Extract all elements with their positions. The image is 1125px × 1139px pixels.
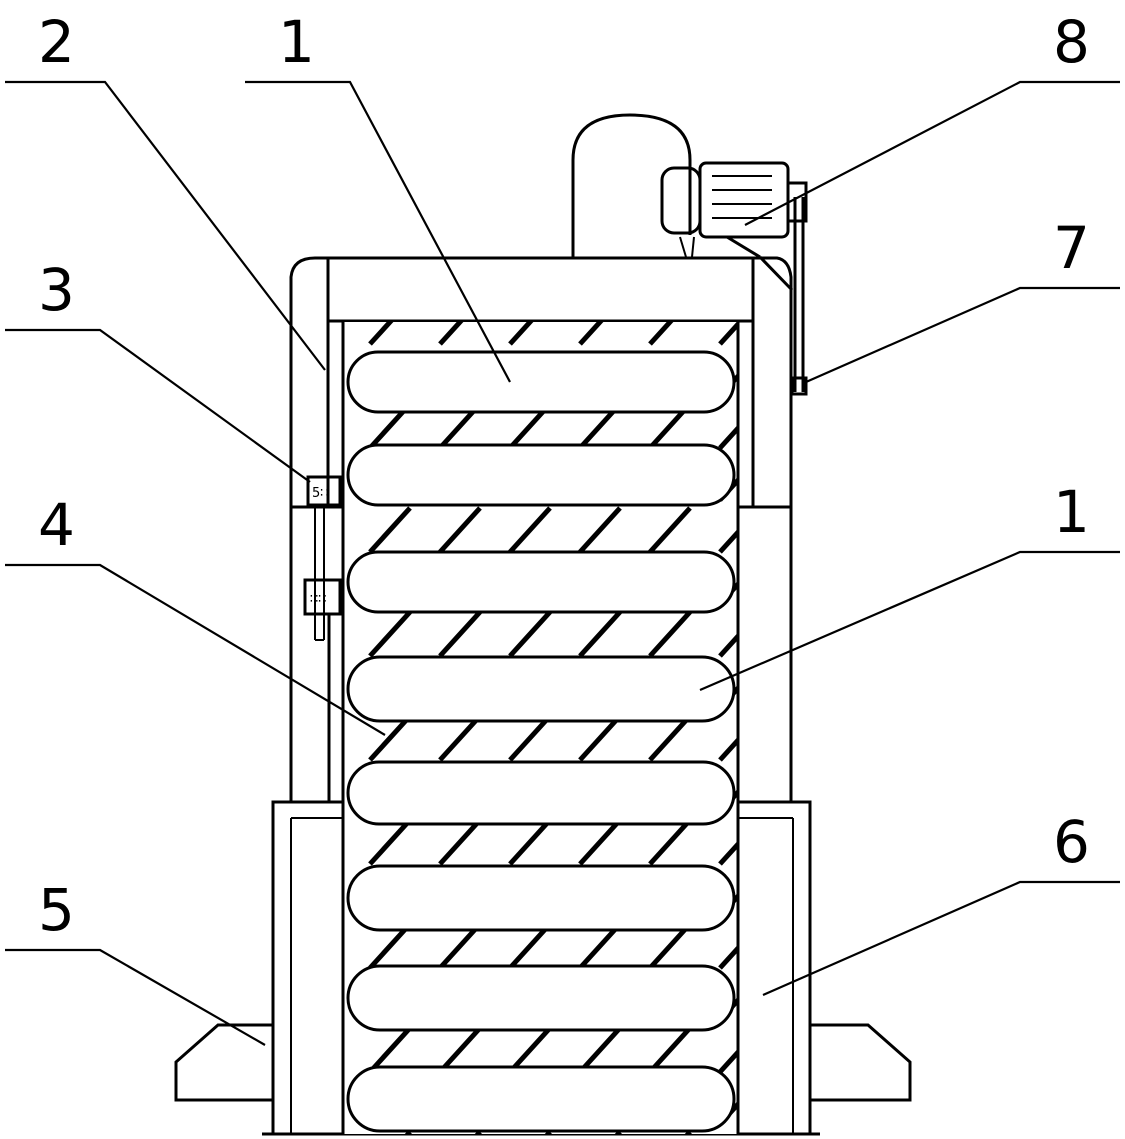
hatch-line — [368, 610, 412, 658]
roller-3 — [346, 550, 736, 614]
hatch-line — [300, 872, 340, 916]
roller-4 — [346, 655, 736, 723]
hatch-line — [300, 352, 340, 396]
hatch-line — [438, 506, 482, 554]
hatch-line — [718, 322, 738, 346]
hatch-line — [300, 404, 340, 448]
hatch-line — [718, 424, 738, 450]
hatch-line — [300, 924, 340, 968]
hatch-line — [508, 714, 552, 762]
hatch-line — [300, 664, 340, 708]
rollers — [346, 350, 736, 1133]
hatch-line — [578, 506, 622, 554]
right-foot — [810, 1023, 912, 1102]
hatch-line — [300, 716, 340, 760]
hatch-line — [368, 1026, 412, 1074]
hatch-line — [578, 1026, 622, 1074]
hatch-line — [578, 322, 604, 346]
roller-6 — [346, 864, 736, 932]
hatch-line — [368, 322, 394, 346]
sensor-assembly: 5∷ ∷∷ — [303, 475, 342, 641]
hatch-line — [438, 610, 482, 658]
belt-bracket — [758, 197, 808, 396]
hatch-line — [368, 714, 412, 762]
hatch-line — [508, 610, 552, 658]
hatch-line — [300, 768, 340, 812]
roller-2 — [346, 443, 736, 507]
hatch-line — [718, 528, 738, 554]
hatch-line — [508, 322, 534, 346]
hatch-line — [438, 818, 482, 866]
label-3: 3 — [38, 256, 75, 324]
hatch-line — [438, 322, 464, 346]
hatch-line — [578, 610, 622, 658]
hatch-line — [578, 714, 622, 762]
leader-lines — [5, 80, 1120, 1046]
hatch-line — [718, 1048, 738, 1074]
hatch-line — [300, 612, 340, 656]
motor — [660, 161, 808, 259]
hatch-line — [508, 1026, 552, 1074]
hatch-line — [648, 1026, 692, 1074]
hatch-line — [718, 736, 738, 762]
roller-1 — [346, 350, 736, 414]
hatch-line — [300, 1080, 340, 1124]
hatch-line — [368, 818, 412, 866]
hatch-line — [300, 1028, 340, 1072]
roller-7 — [346, 964, 736, 1032]
motor-dome — [571, 113, 692, 257]
label-2: 2 — [38, 8, 75, 76]
hatch-line — [648, 714, 692, 762]
hatch-line — [718, 944, 738, 970]
hatch-line — [718, 840, 738, 866]
hatch-line — [578, 818, 622, 866]
label-6: 6 — [1053, 808, 1090, 876]
hatch-line — [438, 1026, 482, 1074]
label-1-top: 1 — [278, 8, 315, 76]
label-1-right: 1 — [1053, 478, 1090, 546]
svg-text:5∷: 5∷ — [312, 486, 329, 501]
label-8: 8 — [1053, 8, 1090, 76]
hatch-line — [718, 632, 738, 658]
hatch-line — [508, 818, 552, 866]
hatch-line — [648, 610, 692, 658]
hatch-line — [648, 506, 692, 554]
label-7: 7 — [1053, 214, 1090, 282]
label-4: 4 — [38, 491, 75, 559]
label-5: 5 — [38, 876, 75, 944]
hatch-line — [648, 322, 674, 346]
hatch-line — [300, 976, 340, 1020]
left-foot — [174, 1023, 273, 1102]
hatch-line — [648, 818, 692, 866]
lower-frame — [289, 507, 793, 802]
hatch-line — [368, 506, 412, 554]
hatch-line — [300, 508, 340, 552]
roller-8 — [346, 1065, 736, 1133]
hatch-line — [438, 714, 482, 762]
hatch-line — [508, 506, 552, 554]
hatch-line — [300, 820, 340, 864]
roller-5 — [346, 760, 736, 826]
svg-text:∷∷: ∷∷ — [310, 592, 327, 607]
